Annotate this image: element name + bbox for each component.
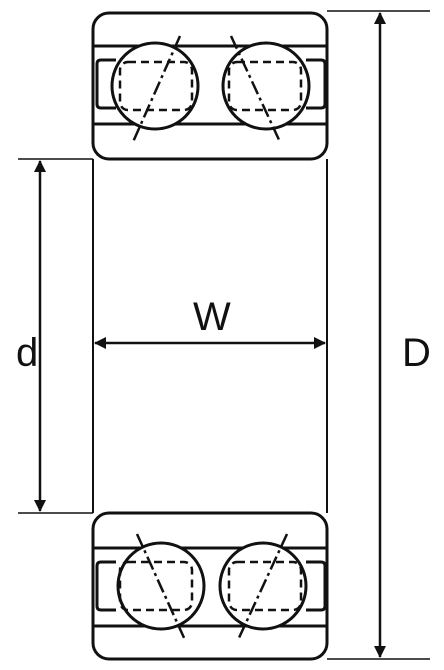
top-outer-ring: [91, 11, 329, 161]
bottom-right-cage: [227, 560, 303, 612]
outer-diameter-label: D: [402, 331, 431, 375]
top-ring-section: [91, 11, 329, 161]
bottom-left-seal: [95, 560, 116, 612]
top-right-contact-line: [229, 35, 282, 143]
top-right-ball: [221, 41, 311, 131]
top-left-contact-line: [131, 35, 182, 143]
extension-lines: [18, 10, 430, 660]
width-label: W: [193, 295, 231, 339]
bottom-right-seal: [306, 560, 327, 612]
bore-label: d: [16, 331, 38, 375]
top-left-seal: [95, 58, 116, 110]
bottom-right-contact-line: [236, 533, 289, 641]
dimension-arrows: [34, 11, 386, 658]
top-right-seal: [306, 58, 327, 110]
bottom-ring-section: [91, 511, 329, 661]
top-left-cage: [118, 60, 194, 112]
bottom-left-contact-line: [135, 533, 187, 641]
bottom-outer-ring: [91, 511, 329, 661]
bottom-left-cage: [118, 560, 194, 612]
top-left-ball: [110, 41, 200, 131]
bore-outline: [92, 159, 328, 513]
top-right-cage: [227, 60, 303, 112]
